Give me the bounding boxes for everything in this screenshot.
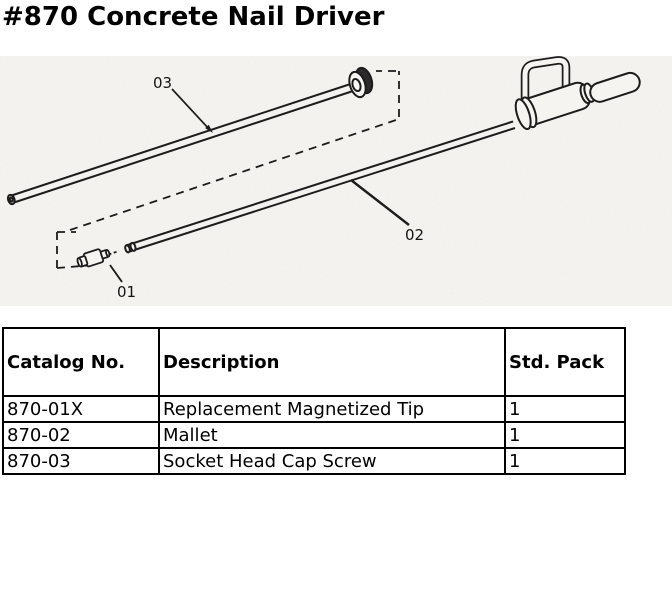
std-pack-cell: 1 bbox=[504, 421, 626, 449]
part-label-02: 02 bbox=[405, 226, 424, 244]
leader-lines bbox=[109, 88, 410, 283]
header-std-pack: Std. Pack bbox=[504, 327, 626, 397]
page-title: #870 Concrete Nail Driver bbox=[2, 2, 385, 32]
catalog-no-cell: 870-02 bbox=[2, 421, 160, 449]
tube-collar bbox=[348, 66, 374, 99]
striking-knob bbox=[589, 71, 641, 103]
header-catalog-no: Catalog No. bbox=[2, 327, 160, 397]
driver-body bbox=[514, 71, 641, 131]
catalog-no-cell: 870-01X bbox=[2, 395, 160, 423]
handle bbox=[520, 56, 571, 107]
shaft-part-02 bbox=[124, 120, 516, 254]
description-cell: Mallet bbox=[158, 421, 506, 449]
std-pack-cell: 1 bbox=[504, 395, 626, 423]
parts-table: Catalog No. Description Std. Pack 870-01… bbox=[2, 327, 626, 475]
table-row: 870-02 Mallet 1 bbox=[2, 421, 626, 449]
table-row: 870-03 Socket Head Cap Screw 1 bbox=[2, 447, 626, 475]
part-label-01: 01 bbox=[117, 283, 136, 301]
description-cell: Socket Head Cap Screw bbox=[158, 447, 506, 475]
tip-alignment-line bbox=[108, 250, 120, 256]
leader-arrowhead bbox=[205, 124, 213, 133]
part-label-03: 03 bbox=[153, 74, 172, 92]
catalog-no-cell: 870-03 bbox=[2, 447, 160, 475]
magnetized-tip-part-01 bbox=[76, 248, 111, 268]
table-row: 870-01X Replacement Magnetized Tip 1 bbox=[2, 395, 626, 423]
tube-part-03 bbox=[6, 83, 352, 206]
description-cell: Replacement Magnetized Tip bbox=[158, 395, 506, 423]
std-pack-cell: 1 bbox=[504, 447, 626, 475]
parts-diagram: 03 02 01 bbox=[0, 56, 672, 306]
header-description: Description bbox=[158, 327, 506, 397]
table-header-row: Catalog No. Description Std. Pack bbox=[2, 327, 626, 397]
